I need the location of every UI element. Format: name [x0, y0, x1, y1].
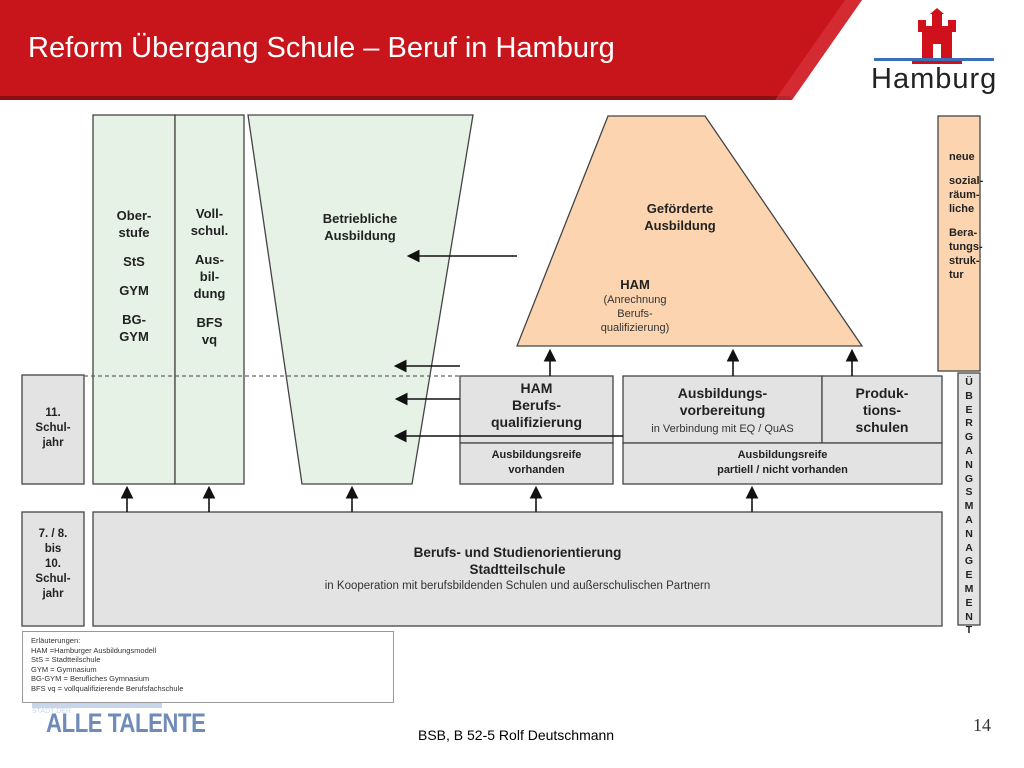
legend-item: HAM =Hamburger Ausbildungsmodell [31, 645, 157, 655]
label-betriebliche-ausbildung: Betriebliche Ausbildung [322, 211, 398, 243]
label-ham: HAM [620, 277, 650, 292]
box-7-10-schuljahr [21, 511, 85, 627]
hamburg-logo-text: Hamburg [871, 63, 998, 95]
label-beratungsstruktur: neue sozial- räum- liche Bera- tungs- st… [949, 151, 984, 281]
label-eq-quas: in Verbindung mit EQ / QuAS [651, 423, 794, 435]
label-ausbildungsvorbereitung: Ausbildungs- vorbereitung [677, 385, 768, 418]
legend-box: Erläuterungen: HAM =Hamburger Ausbildung… [22, 631, 394, 703]
legend-item: StS = Stadtteilschule [31, 655, 101, 664]
footer-author: BSB, B 52-5 Rolf Deutschmann [418, 727, 615, 743]
header-background [0, 0, 994, 100]
column-oberstufe [92, 114, 176, 485]
label-berufs-studienorientierung: Berufs- und Studienorientierung Stadttei… [413, 545, 622, 577]
label-ham-berufsqualifizierung: HAM Berufs- qualifizierung [491, 380, 582, 430]
logo-underline [874, 58, 994, 61]
legend-item: BFS vq = vollqualifizierende Berufsfachs… [31, 683, 184, 693]
page-title: Reform Übergang Schule – Beruf in Hambur… [28, 32, 615, 64]
trapezoid-gefoerderte-ausbildung [516, 115, 864, 347]
label-7-10-schuljahr: 7. / 8. bis 10. Schul- jahr [35, 528, 71, 600]
column-vollschul [174, 114, 245, 485]
box-reife-partiell [622, 442, 943, 485]
funnel-betriebliche-ausbildung [247, 114, 474, 485]
label-produktionsschulen: Produk- tions- schulen [855, 385, 909, 435]
box-produktionsschulen [821, 375, 943, 444]
label-gefoerderte-ausbildung: Geförderte Ausbildung [644, 201, 716, 233]
label-oberstufe: Ober- stufe StS GYM BG- GYM [116, 208, 152, 344]
label-11-schuljahr: 11. Schul- jahr [35, 407, 71, 449]
box-11-schuljahr [21, 374, 85, 485]
box-beratungsstruktur [937, 115, 981, 372]
legend-item: BG-GYM = Berufliches Gymnasium [31, 674, 150, 683]
box-ausbildungsvorbereitung [622, 375, 823, 444]
label-reife-vorhanden: Ausbildungsreife vorhanden [491, 449, 582, 476]
box-berufs-studienorientierung [92, 511, 943, 627]
label-reife-partiell: Ausbildungsreife partiell / nicht vorhan… [717, 449, 848, 476]
branding-top-band: STADT DER [32, 700, 162, 715]
box-ham-berufsqualifizierung [459, 375, 614, 444]
box-uebergangsmanagement [957, 372, 981, 626]
hamburg-castle-icon [912, 8, 962, 64]
label-vollschul: Voll- schul. Aus- bil- dung BFS vq [190, 206, 229, 347]
branding-alle-talente: ALLE TALENTE [46, 708, 206, 738]
box-reife-vorhanden [459, 442, 614, 485]
page-number: 14 [973, 715, 991, 735]
legend-item: Erläuterungen: [31, 636, 81, 645]
label-ham-note: (Anrechnung Berufs- qualifizierung) [600, 294, 670, 334]
label-bso-kooperation: in Kooperation mit berufsbildenden Schul… [324, 580, 711, 592]
label-uebergangsmanagement: Ü B E R G A N G S M A N A G E M E N T [964, 376, 974, 637]
legend-item: GYM = Gymnasium [31, 664, 97, 674]
